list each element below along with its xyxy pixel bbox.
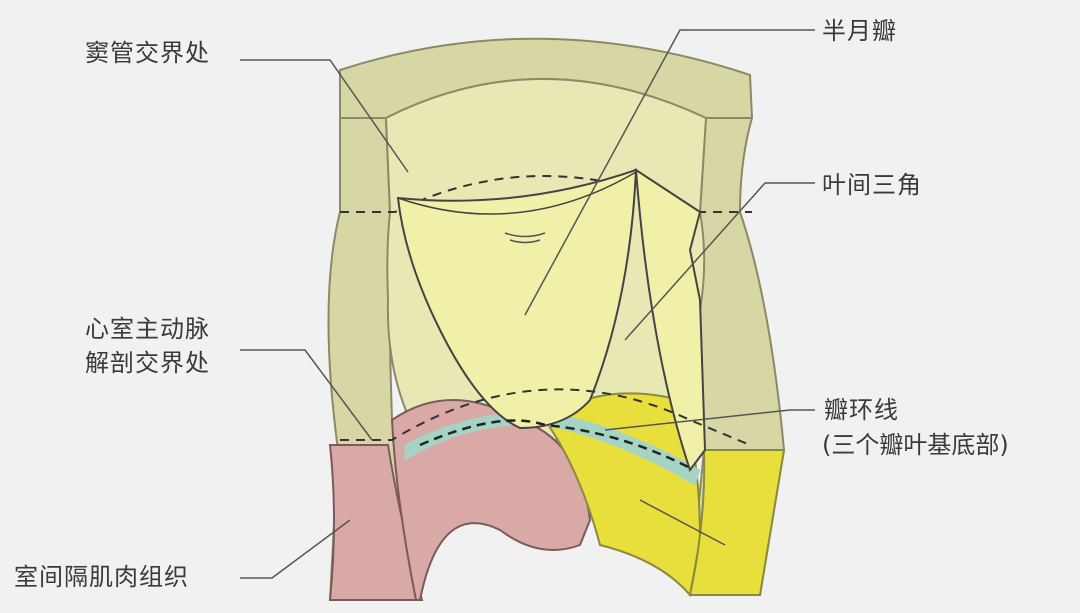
- septal-muscle-left: [328, 444, 424, 601]
- leaflet-free-edge: [397, 171, 637, 215]
- label-septal-muscle: 室间隔肌肉组织: [14, 563, 189, 591]
- label-interleaflet-triangle: 叶间三角: [822, 171, 922, 199]
- leader-yellow: [639, 499, 726, 546]
- leader-va-junction: [240, 349, 373, 441]
- leader-interleaflet: [624, 182, 815, 341]
- leader-annulus: [604, 409, 815, 431]
- label-semilunar-valve: 半月瓣: [822, 17, 897, 45]
- label-sinotubular-junction: 窦管交界处: [85, 39, 210, 67]
- leader-semilunar: [524, 29, 815, 316]
- leaflet-nodule: [504, 232, 546, 244]
- yellow-tissue-right: [688, 449, 786, 596]
- leader-sinotubular: [240, 59, 409, 173]
- label-va-junction-2: 解剖交界处: [85, 349, 210, 377]
- interleaflet-triangle-shape: [634, 168, 707, 473]
- va-junction-line: [340, 388, 751, 446]
- semilunar-leaflet: [396, 168, 638, 430]
- label-annulus-2: (三个瓣叶基底部): [822, 431, 1009, 459]
- label-va-junction-1: 心室主动脉: [85, 315, 210, 343]
- leader-septal: [240, 519, 351, 579]
- label-annulus-1: 瓣环线: [824, 396, 899, 424]
- annulus-dashed-line: [419, 419, 691, 470]
